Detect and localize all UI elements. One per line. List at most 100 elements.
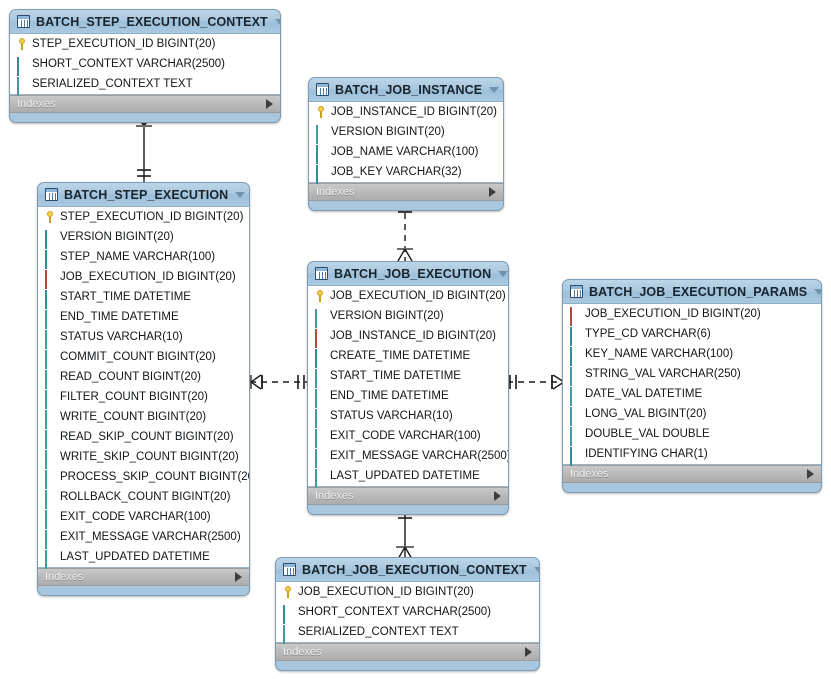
hollow-diamond-icon xyxy=(44,510,56,529)
column-row[interactable]: STEP_EXECUTION_ID BIGINT(20) xyxy=(38,207,249,227)
column-row[interactable]: JOB_EXECUTION_ID BIGINT(20) xyxy=(563,304,821,326)
chevron-right-icon[interactable] xyxy=(525,647,532,657)
hollow-diamond-icon xyxy=(314,369,326,388)
chevron-right-icon[interactable] xyxy=(266,99,273,109)
column-row[interactable]: EXIT_MESSAGE VARCHAR(2500) xyxy=(38,527,249,549)
column-label: SERIALIZED_CONTEXT TEXT xyxy=(32,77,193,90)
column-label: VERSION BIGINT(20) xyxy=(60,230,174,243)
indexes-label: Indexes xyxy=(283,646,322,658)
column-row[interactable]: END_TIME DATETIME xyxy=(308,386,508,408)
chevron-down-icon[interactable] xyxy=(489,86,500,93)
column-row[interactable]: EXIT_CODE VARCHAR(100) xyxy=(38,507,249,529)
column-row[interactable]: STEP_EXECUTION_ID BIGINT(20) xyxy=(10,34,280,54)
column-label: KEY_NAME VARCHAR(100) xyxy=(585,347,734,360)
column-row[interactable]: FILTER_COUNT BIGINT(20) xyxy=(38,387,249,409)
column-row[interactable]: KEY_NAME VARCHAR(100) xyxy=(563,344,821,366)
column-row[interactable]: PROCESS_SKIP_COUNT BIGINT(20) xyxy=(38,467,249,489)
chevron-right-icon[interactable] xyxy=(235,572,242,582)
column-row[interactable]: JOB_INSTANCE_ID BIGINT(20) xyxy=(308,326,508,348)
chevron-down-icon[interactable] xyxy=(235,191,246,198)
hollow-diamond-icon xyxy=(44,410,56,429)
column-row[interactable]: WRITE_COUNT BIGINT(20) xyxy=(38,407,249,429)
chevron-down-icon[interactable] xyxy=(814,288,821,295)
column-label: END_TIME DATETIME xyxy=(60,310,179,323)
entity-column-list: JOB_EXECUTION_ID BIGINT(20)TYPE_CD VARCH… xyxy=(563,304,821,466)
column-row[interactable]: TYPE_CD VARCHAR(6) xyxy=(563,324,821,346)
column-row[interactable]: START_TIME DATETIME xyxy=(38,287,249,309)
column-label: WRITE_COUNT BIGINT(20) xyxy=(60,410,207,423)
column-row[interactable]: DATE_VAL DATETIME xyxy=(563,384,821,406)
table-icon xyxy=(17,15,30,28)
indexes-section[interactable]: Indexes xyxy=(308,487,508,505)
indexes-section[interactable]: Indexes xyxy=(309,183,503,201)
entity-header[interactable]: BATCH_JOB_EXECUTION xyxy=(308,262,508,286)
relationship-step-execution-context[interactable] xyxy=(122,112,166,184)
column-row[interactable]: LONG_VAL BIGINT(20) xyxy=(563,404,821,426)
column-row[interactable]: LAST_UPDATED DATETIME xyxy=(308,466,508,488)
column-row[interactable]: DOUBLE_VAL DOUBLE xyxy=(563,424,821,446)
column-label: READ_COUNT BIGINT(20) xyxy=(60,370,202,383)
column-row[interactable]: CREATE_TIME DATETIME xyxy=(308,346,508,368)
column-row[interactable]: READ_SKIP_COUNT BIGINT(20) xyxy=(38,427,249,449)
chevron-down-icon[interactable] xyxy=(533,566,539,573)
chevron-down-icon[interactable] xyxy=(498,270,508,277)
chevron-down-icon[interactable] xyxy=(274,18,280,25)
column-label: JOB_EXECUTION_ID BIGINT(20) xyxy=(60,270,236,283)
column-row[interactable]: JOB_NAME VARCHAR(100) xyxy=(309,142,503,164)
filled-diamond-icon xyxy=(569,327,581,346)
entity-header[interactable]: BATCH_STEP_EXECUTION_CONTEXT xyxy=(10,10,280,34)
column-row[interactable]: READ_COUNT BIGINT(20) xyxy=(38,367,249,389)
column-row[interactable]: STEP_NAME VARCHAR(100) xyxy=(38,247,249,269)
column-row[interactable]: VERSION BIGINT(20) xyxy=(308,306,508,328)
column-row[interactable]: EXIT_MESSAGE VARCHAR(2500) xyxy=(308,446,508,468)
column-row[interactable]: JOB_EXECUTION_ID BIGINT(20) xyxy=(38,267,249,289)
column-label: JOB_KEY VARCHAR(32) xyxy=(331,165,462,178)
hollow-diamond-icon xyxy=(44,490,56,509)
indexes-section[interactable]: Indexes xyxy=(563,465,821,483)
column-row[interactable]: IDENTIFYING CHAR(1) xyxy=(563,444,821,466)
column-row[interactable]: ROLLBACK_COUNT BIGINT(20) xyxy=(38,487,249,509)
entity-header[interactable]: BATCH_JOB_INSTANCE xyxy=(309,78,503,102)
column-row[interactable]: WRITE_SKIP_COUNT BIGINT(20) xyxy=(38,447,249,469)
column-row[interactable]: LAST_UPDATED DATETIME xyxy=(38,547,249,569)
entity-header[interactable]: BATCH_STEP_EXECUTION xyxy=(38,183,249,207)
filled-diamond-icon xyxy=(44,230,56,249)
column-row[interactable]: STATUS VARCHAR(10) xyxy=(38,327,249,349)
indexes-section[interactable]: Indexes xyxy=(10,95,280,113)
relationship-step-execution-job-execution[interactable] xyxy=(248,368,310,396)
column-row[interactable]: JOB_EXECUTION_ID BIGINT(20) xyxy=(276,582,539,602)
key-icon xyxy=(44,211,56,223)
column-row[interactable]: START_TIME DATETIME xyxy=(308,366,508,388)
relationship-job-execution-params[interactable] xyxy=(505,368,567,396)
column-row[interactable]: STATUS VARCHAR(10) xyxy=(308,406,508,428)
column-row[interactable]: SERIALIZED_CONTEXT TEXT xyxy=(10,74,280,96)
column-row[interactable]: STRING_VAL VARCHAR(250) xyxy=(563,364,821,386)
indexes-section[interactable]: Indexes xyxy=(38,568,249,586)
chevron-right-icon[interactable] xyxy=(489,187,496,197)
column-row[interactable]: EXIT_CODE VARCHAR(100) xyxy=(308,426,508,448)
column-row[interactable]: JOB_INSTANCE_ID BIGINT(20) xyxy=(309,102,503,122)
column-row[interactable]: VERSION BIGINT(20) xyxy=(38,227,249,249)
column-label: VERSION BIGINT(20) xyxy=(330,309,444,322)
column-row[interactable]: COMMIT_COUNT BIGINT(20) xyxy=(38,347,249,369)
column-label: JOB_NAME VARCHAR(100) xyxy=(331,145,479,158)
column-row[interactable]: JOB_EXECUTION_ID BIGINT(20) xyxy=(308,286,508,306)
entity-header[interactable]: BATCH_JOB_EXECUTION_CONTEXT xyxy=(276,558,539,582)
chevron-right-icon[interactable] xyxy=(494,491,501,501)
column-row[interactable]: VERSION BIGINT(20) xyxy=(309,122,503,144)
chevron-right-icon[interactable] xyxy=(807,469,814,479)
column-row[interactable]: SHORT_CONTEXT VARCHAR(2500) xyxy=(10,54,280,76)
indexes-section[interactable]: Indexes xyxy=(276,643,539,661)
column-row[interactable]: SHORT_CONTEXT VARCHAR(2500) xyxy=(276,602,539,624)
entity-header[interactable]: BATCH_JOB_EXECUTION_PARAMS xyxy=(563,280,821,304)
column-row[interactable]: END_TIME DATETIME xyxy=(38,307,249,329)
column-row[interactable]: JOB_KEY VARCHAR(32) xyxy=(309,162,503,184)
column-row[interactable]: SERIALIZED_CONTEXT TEXT xyxy=(276,622,539,644)
